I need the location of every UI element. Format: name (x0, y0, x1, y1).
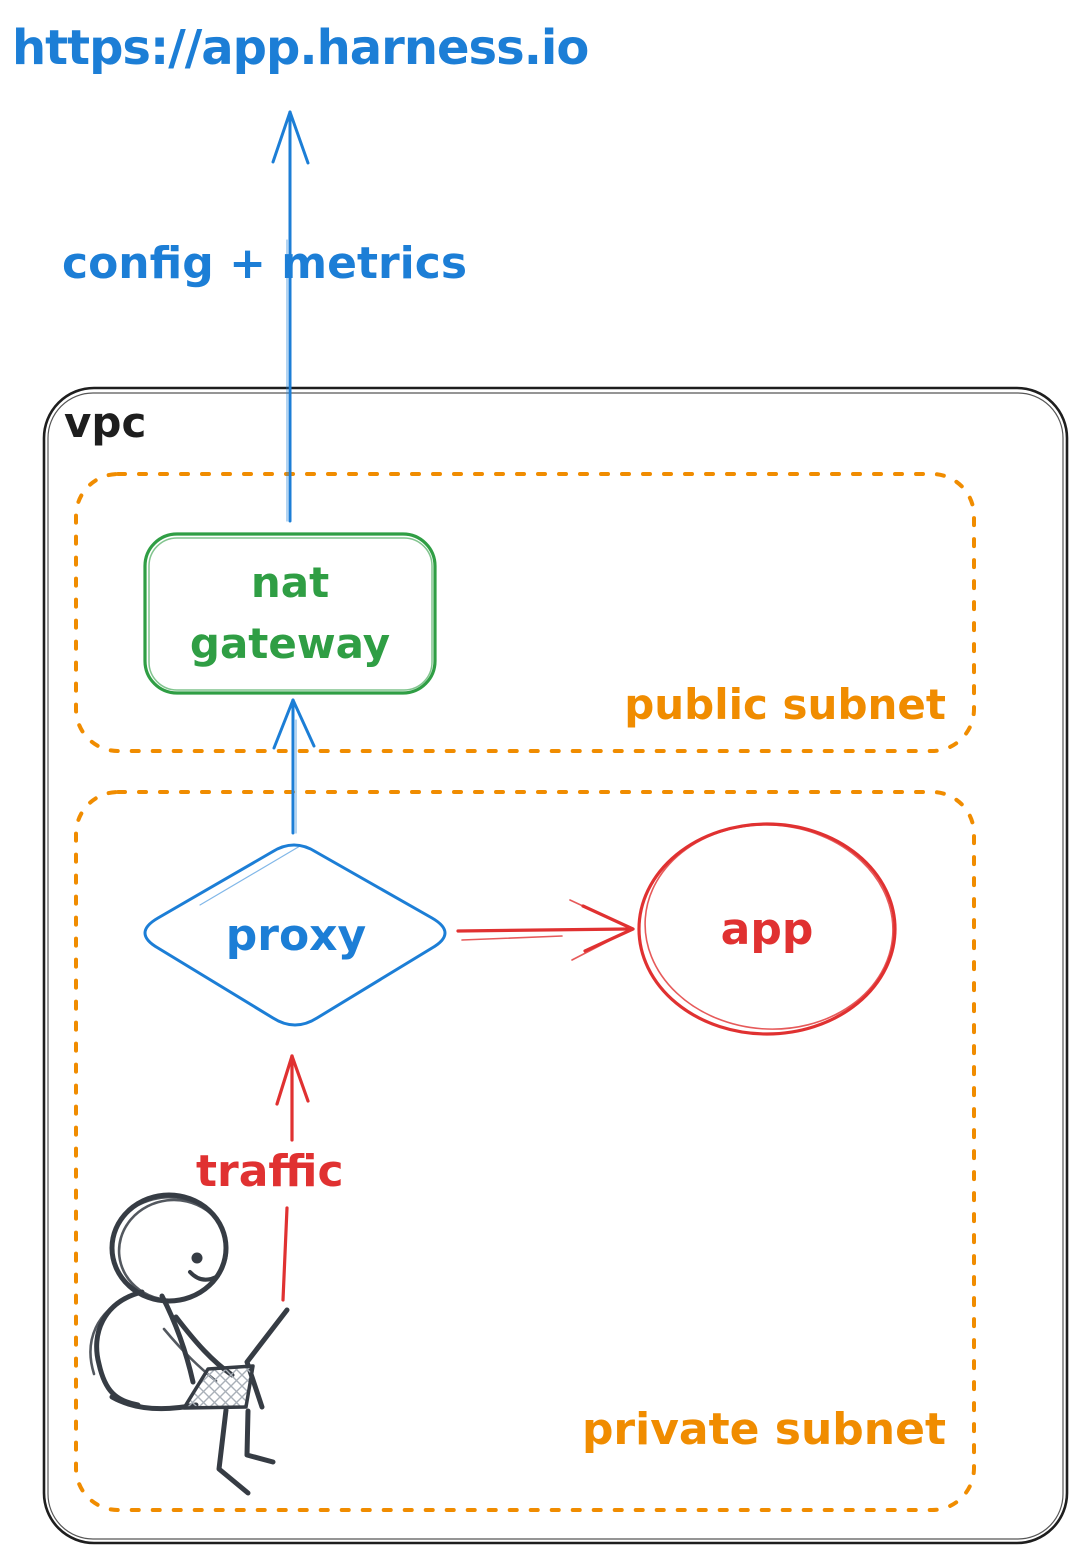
arrow-user-to-proxy (277, 1056, 308, 1300)
app-label: app (639, 824, 895, 1034)
private-subnet-label: private subnet (581, 1404, 946, 1455)
private-subnet-box (76, 792, 974, 1510)
arrow-proxy-to-app (458, 900, 633, 960)
app-label-text: app (720, 903, 814, 955)
config-metrics-label: config + metrics (62, 238, 468, 289)
url-label: https://app.harness.io (12, 20, 589, 76)
person-laptop-figure (91, 1194, 287, 1493)
vpc-label: vpc (64, 398, 147, 447)
proxy-label: proxy (140, 838, 452, 1032)
public-subnet-box (76, 474, 974, 751)
proxy-label-text: proxy (225, 909, 367, 961)
public-subnet-label: public subnet (624, 680, 946, 729)
proxy-node (145, 845, 445, 1025)
vpc-container-box (44, 388, 1067, 1543)
nat-gateway-label-text: nat gateway (189, 557, 391, 668)
nat-gateway-label: nat gateway (145, 534, 435, 693)
person-eye (191, 1252, 203, 1264)
person-smile (190, 1272, 218, 1280)
laptop-keyboard (184, 1366, 253, 1408)
arrow-proxy-to-nat (274, 700, 314, 833)
nat-gateway-node (145, 534, 435, 693)
traffic-label: traffic (196, 1146, 344, 1197)
app-node (638, 817, 900, 1038)
arrow-nat-to-url (273, 112, 308, 521)
laptop-screen (247, 1310, 287, 1407)
